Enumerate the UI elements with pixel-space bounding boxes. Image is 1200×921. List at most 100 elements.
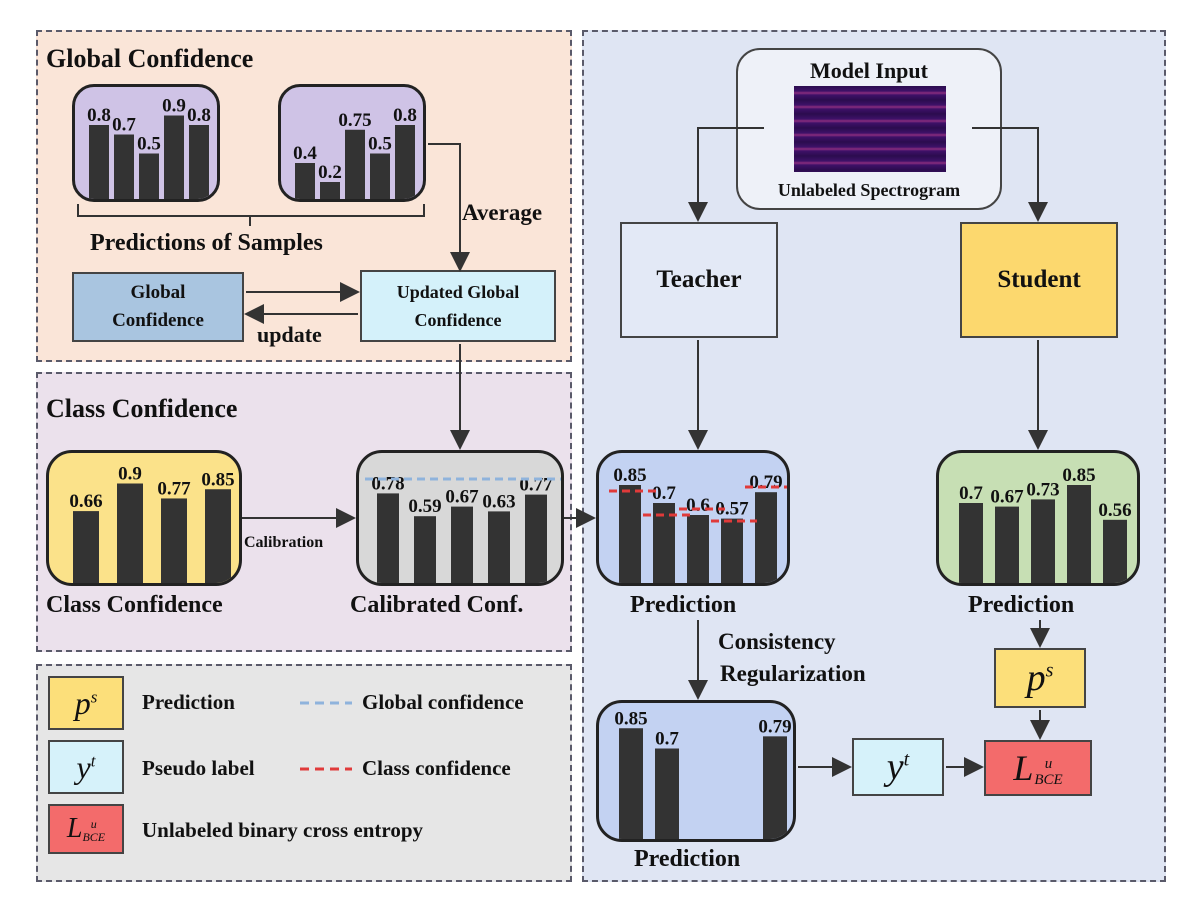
bar [1067, 485, 1091, 583]
yt-sup: t [903, 748, 910, 771]
bar-value-label: 0.5 [368, 134, 392, 155]
consistency-line2: Regularization [720, 661, 866, 686]
bar-value-label: 0.63 [482, 491, 515, 512]
bar [995, 506, 1019, 583]
bar [619, 728, 643, 839]
bar-value-label: 0.57 [715, 499, 749, 520]
bar-value-label: 0.7 [112, 115, 136, 136]
bar-value-label: 0.85 [613, 465, 646, 486]
bar-value-label: 0.8 [87, 105, 111, 126]
bar-value-label: 0.85 [1062, 465, 1095, 486]
consistency-label: Consistency Regularization [718, 626, 866, 690]
loss-sub: BCE [1034, 771, 1063, 788]
global-confidence-title: Global Confidence [46, 44, 254, 73]
consistency-line1: Consistency [718, 629, 836, 654]
yt-base: y [886, 746, 904, 788]
bar-value-label: 0.8 [187, 105, 211, 126]
class-confidence-caption: Class Confidence [46, 592, 223, 618]
bar [655, 748, 679, 839]
bar [619, 485, 641, 583]
bar-value-label: 0.75 [338, 110, 371, 131]
pseudo-prediction-caption: Prediction [634, 846, 741, 872]
legend-ps-swatch: ps [48, 676, 124, 730]
global-box-line1: Global [130, 282, 186, 303]
bar-value-label: 0.85 [201, 469, 234, 490]
bar [1031, 499, 1055, 583]
bar [370, 153, 390, 199]
model-input-box: Model Input Unlabeled Spectrogram [736, 48, 1002, 210]
bar [414, 516, 436, 583]
pseudo-label-yt-box: yt [852, 738, 944, 796]
ps-sup: s [1045, 659, 1054, 682]
bar-value-label: 0.79 [758, 716, 791, 737]
bar [451, 506, 473, 583]
bar-value-label: 0.77 [157, 478, 191, 499]
bar-value-label: 0.7 [655, 729, 679, 750]
teacher-prediction-caption: Prediction [630, 592, 737, 618]
average-label: Average [462, 200, 543, 225]
bar [89, 125, 109, 199]
legend-loss-sub: BCE [82, 829, 106, 844]
bar-value-label: 0.2 [318, 162, 342, 183]
bar [959, 503, 983, 583]
legend-ps-base: p [74, 684, 91, 721]
bar-value-label: 0.85 [614, 708, 647, 729]
legend-yt-swatch: yt [48, 740, 124, 794]
bar [377, 493, 399, 583]
legend-pseudo-label-text: Pseudo label [142, 756, 255, 780]
bar [164, 115, 184, 199]
student-output-ps-box: ps [994, 648, 1086, 708]
bar-value-label: 0.79 [749, 472, 782, 493]
bar-value-label: 0.9 [118, 464, 142, 485]
bar [755, 492, 777, 583]
legend-yt-base: y [76, 748, 91, 785]
bar-value-label: 0.66 [69, 491, 102, 512]
bar-value-label: 0.8 [393, 105, 417, 126]
student-label: Student [997, 266, 1081, 293]
calibrated-caption: Calibrated Conf. [350, 592, 524, 618]
loss-base: L [1013, 748, 1034, 788]
bar-value-label: 0.6 [686, 495, 710, 516]
global-box-line2: Confidence [112, 310, 204, 331]
model-input-title: Model Input [810, 58, 928, 83]
model-input-caption: Unlabeled Spectrogram [777, 180, 961, 200]
legend-ps-sup: s [90, 686, 98, 706]
legend-loss-sup: u [90, 816, 97, 831]
bar-value-label: 0.67 [445, 487, 479, 508]
updated-global-confidence-box: Updated Global Confidence [360, 270, 556, 342]
legend-loss-base: L [66, 813, 83, 844]
calibration-label: Calibration [244, 534, 324, 551]
legend-yt-sup: t [90, 750, 96, 770]
samples-caption: Predictions of Samples [90, 230, 323, 256]
bar [763, 736, 787, 839]
sample-prediction-chart-2-svg: 0.40.20.750.50.8 [293, 105, 417, 199]
spectrogram-image [794, 86, 946, 172]
bar [189, 125, 209, 199]
bar [721, 518, 743, 583]
updated-box-line1: Updated Global [396, 282, 520, 302]
bar [687, 515, 709, 583]
pseudo-label-prediction-chart-svg: 0.85 0.7 0.79 [614, 708, 792, 839]
legend-panel [36, 664, 572, 882]
bar-value-label: 0.73 [1026, 479, 1059, 500]
bar-value-label: 0.59 [408, 496, 441, 517]
bar [205, 489, 231, 583]
bar [525, 494, 547, 583]
bar [114, 134, 134, 199]
pseudo-label-prediction-chart: 0.85 0.7 0.79 [596, 700, 796, 842]
bar [73, 511, 99, 583]
global-confidence-box: Global Confidence [72, 272, 244, 342]
bar-value-label: 0.7 [959, 483, 983, 504]
update-label: update [257, 322, 322, 347]
bar [395, 125, 415, 199]
bar-value-label: 0.7 [652, 483, 676, 504]
